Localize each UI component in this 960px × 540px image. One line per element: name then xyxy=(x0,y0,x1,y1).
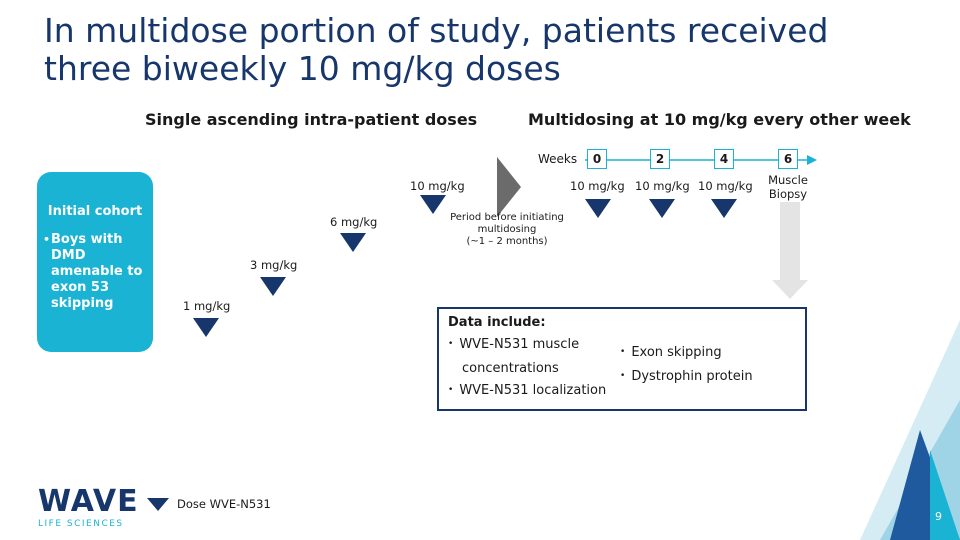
weeks-label: Weeks xyxy=(538,152,578,166)
down-arrow-icon xyxy=(772,202,808,299)
decorative-triangles xyxy=(860,320,960,540)
biopsy-line-1: Muscle xyxy=(768,173,808,187)
timeline-line xyxy=(585,155,817,165)
data-item-text: WVE-N531 muscle xyxy=(459,337,580,352)
dose-label-6: 6 mg/kg xyxy=(330,215,378,229)
biopsy-line-2: Biopsy xyxy=(768,187,808,201)
period-line-1: Period before initiating xyxy=(450,212,564,223)
multidose-label-4: 10 mg/kg xyxy=(698,179,753,193)
multidose-label-2: 10 mg/kg xyxy=(635,179,690,193)
dose-triangle-icon xyxy=(585,199,611,218)
data-item-text: Exon skipping xyxy=(631,345,722,360)
cohort-title: Initial cohort xyxy=(47,204,143,219)
data-item-continued: concentrations xyxy=(462,361,559,376)
dose-triangle-icon xyxy=(193,318,219,337)
dose-triangle-icon xyxy=(420,195,446,214)
week-box-4: 4 xyxy=(714,149,734,169)
legend-label: Dose WVE-N531 xyxy=(177,497,271,511)
week-box-6: 6 xyxy=(778,149,798,169)
dose-triangle-icon xyxy=(711,199,737,218)
single-ascending-heading: Single ascending intra-patient doses xyxy=(145,110,478,129)
bullet-icon: • xyxy=(43,233,51,246)
dose-triangle-icon xyxy=(260,277,286,296)
data-item: • Dystrophin protein xyxy=(620,369,753,386)
cohort-item: • Boys with DMD amenable to exon 53 skip… xyxy=(43,232,147,312)
week-box-0: 0 xyxy=(587,149,607,169)
muscle-biopsy-label: Muscle Biopsy xyxy=(766,173,810,201)
data-item: • WVE-N531 localization xyxy=(448,383,606,400)
bullet-icon: • xyxy=(620,347,626,357)
data-item-text: Dystrophin protein xyxy=(631,369,753,384)
logo-name: WAVE xyxy=(38,484,139,519)
week-box-2: 2 xyxy=(650,149,670,169)
multidosing-heading: Multidosing at 10 mg/kg every other week xyxy=(528,110,911,129)
legend-triangle-icon xyxy=(147,498,169,511)
page-number: 9 xyxy=(935,510,942,523)
data-item: • Exon skipping xyxy=(620,345,722,362)
initial-cohort-box: Initial cohort • Boys with DMD amenable … xyxy=(37,172,153,352)
period-description: Period before initiating multidosing (~1… xyxy=(442,212,572,248)
data-include-box: Data include: • WVE-N531 muscle concentra… xyxy=(437,307,807,411)
dose-label-1: 1 mg/kg xyxy=(183,299,231,313)
bullet-icon: • xyxy=(448,339,454,349)
cohort-item-text: Boys with DMD amenable to exon 53 skippi… xyxy=(51,232,143,311)
data-item-text: WVE-N531 localization xyxy=(459,383,607,398)
period-line-2: multidosing xyxy=(477,224,537,235)
period-arrow-icon xyxy=(497,157,521,217)
wave-logo: WAVE LIFE SCIENCES xyxy=(38,484,139,529)
bullet-icon: • xyxy=(620,371,626,381)
dose-label-10: 10 mg/kg xyxy=(410,179,465,193)
page-title: In multidose portion of study, patients … xyxy=(44,11,829,88)
dose-label-3: 3 mg/kg xyxy=(250,258,298,272)
dose-triangle-icon xyxy=(649,199,675,218)
logo-subtitle: LIFE SCIENCES xyxy=(38,519,124,529)
dose-triangle-icon xyxy=(340,233,366,252)
multidose-label-0: 10 mg/kg xyxy=(570,179,625,193)
data-item: • WVE-N531 muscle xyxy=(448,337,579,354)
data-box-title: Data include: xyxy=(448,315,546,330)
period-line-3: (~1 – 2 months) xyxy=(466,236,548,247)
bullet-icon: • xyxy=(448,385,454,395)
